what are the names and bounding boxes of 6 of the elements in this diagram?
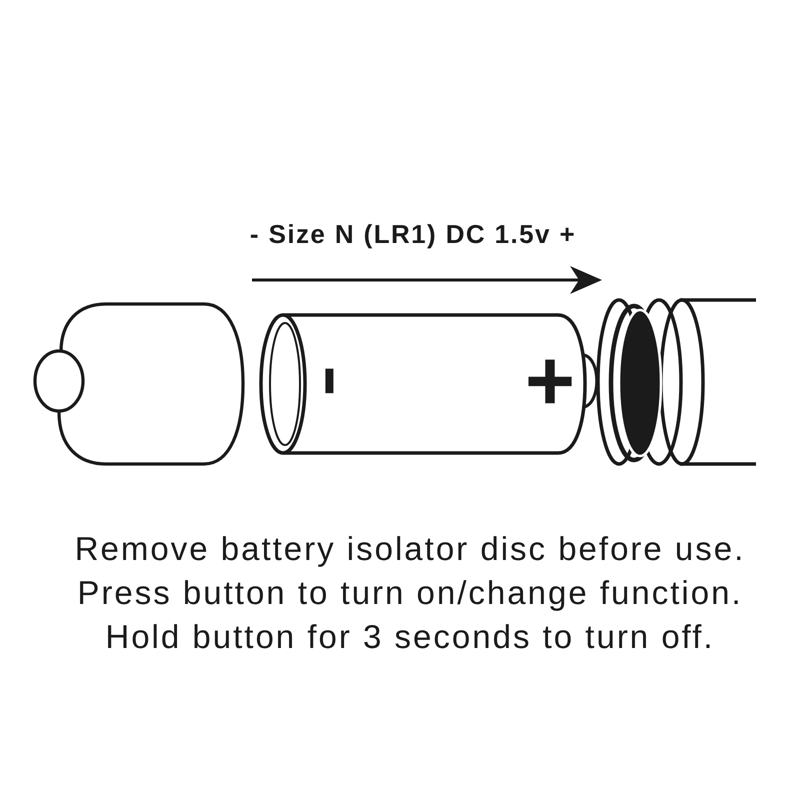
minus-sign: - [323, 364, 347, 398]
plus-sign: + [524, 351, 576, 411]
instruction-text: Press button to turn on/change function. [77, 573, 743, 613]
battery-spec-label: - Size N (LR1) DC 1.5v + [250, 219, 576, 249]
instruction-text: Remove battery isolator disc before use. [74, 529, 746, 569]
instruction-text: Hold button for 3 seconds to turn off. [105, 617, 715, 657]
